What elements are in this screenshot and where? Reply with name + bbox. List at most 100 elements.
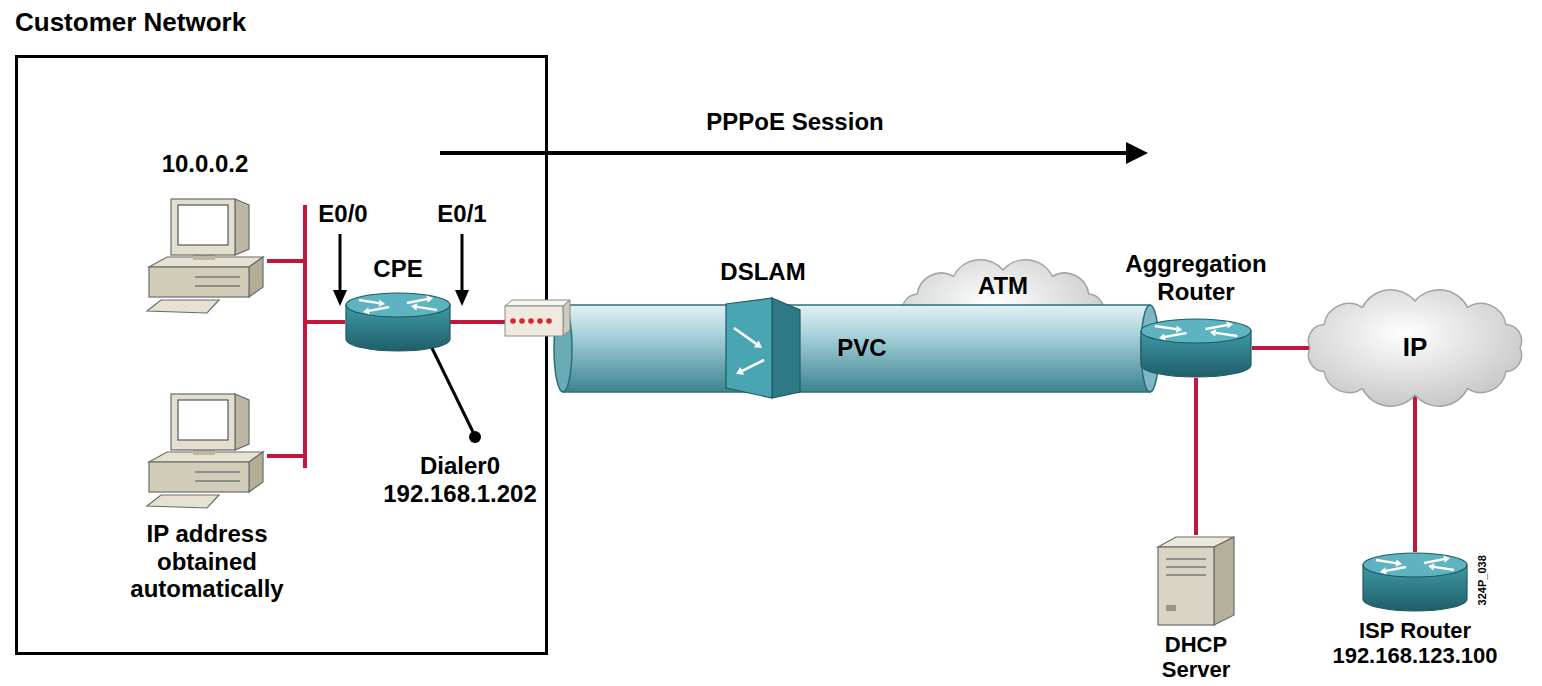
modem-top	[505, 300, 570, 306]
aggregation-router: Aggregation Router	[1140, 318, 1252, 378]
device-label: Aggregation Router	[1109, 250, 1284, 305]
wan-link	[449, 320, 507, 324]
pc-keyboard	[147, 495, 219, 508]
figure-code: 324P_038	[1476, 555, 1489, 605]
network-link	[1413, 391, 1417, 552]
router-icon	[1140, 318, 1252, 378]
icon-arrow-shaft	[417, 307, 437, 310]
address-label: 10.0.0.2	[162, 150, 249, 178]
network-link	[1194, 378, 1198, 535]
pc-case-side	[249, 257, 263, 297]
dslam: DSLAM	[722, 292, 804, 402]
modem-side	[563, 300, 570, 336]
dslam-icon	[722, 292, 804, 402]
server-front	[1158, 547, 1214, 625]
icon-arrow-shaft	[1386, 567, 1406, 571]
network-link	[267, 261, 345, 322]
pc-drive	[195, 276, 240, 278]
network-label: IP	[1403, 333, 1428, 363]
modem-light	[546, 318, 552, 324]
icon-arrow-head	[1428, 563, 1434, 570]
router-icon	[1362, 552, 1468, 612]
router-top	[1363, 553, 1467, 577]
region-heading: Customer Network	[15, 8, 246, 38]
icon-arrow-head	[754, 341, 762, 348]
host-pc: 10.0.0.2	[145, 195, 267, 315]
pc-monitor	[171, 394, 235, 450]
icon-arrow-head	[411, 303, 417, 310]
icon-arrow-shaft	[359, 300, 379, 303]
callout-dot	[469, 431, 481, 443]
server-icon-group	[1158, 537, 1234, 625]
cloud-outline	[902, 260, 1104, 377]
modem-light	[519, 318, 525, 324]
pc-icon	[145, 390, 267, 510]
pc-monitor-side	[235, 394, 249, 450]
pc-drive	[195, 471, 240, 473]
isp-router: ISP Router 192.168.123.100	[1362, 552, 1468, 612]
dhcp-server: DHCP Server	[1150, 535, 1242, 627]
interface-pointer-head	[455, 290, 469, 306]
icon-arrow-head	[363, 307, 370, 314]
interface-pointer	[339, 234, 342, 292]
router-top	[1141, 319, 1251, 343]
cpe-router: CPE	[345, 292, 451, 352]
icon-arrow-head	[1396, 560, 1402, 567]
modem-light	[528, 318, 534, 324]
icon-arrow-shaft	[1206, 325, 1228, 329]
host-pc: IP address obtained automatically	[145, 390, 267, 510]
network-label: ATM	[978, 272, 1028, 300]
icon-arrow-shaft	[1434, 567, 1454, 570]
address-note: IP address obtained automatically	[122, 520, 292, 603]
address-callout: Dialer0 192.168.1.202	[380, 452, 540, 507]
server-slot	[1166, 574, 1206, 576]
router-top	[346, 293, 450, 317]
pc-case-front	[149, 462, 249, 492]
session-arrow	[440, 151, 1128, 155]
network-link	[1252, 346, 1314, 350]
session-arrow-head	[1126, 142, 1148, 164]
router-icon-group	[346, 293, 450, 351]
icon-arrow-head	[379, 300, 385, 307]
pc-case-front	[149, 267, 249, 297]
icon-arrow-shaft	[1165, 333, 1187, 337]
ip-cloud: IP	[1298, 289, 1532, 407]
icon-arrow-head	[1159, 333, 1166, 340]
icon-arrow-head	[426, 296, 433, 303]
pc-icon-group	[147, 199, 263, 313]
icon-arrow-head	[1176, 326, 1182, 333]
router-icon-group	[1141, 319, 1251, 377]
device-label: CPE	[373, 255, 422, 283]
pc-screen	[178, 205, 228, 245]
pc-icon	[145, 195, 267, 315]
icon-arrow-shaft	[734, 328, 756, 344]
icon-arrow-shaft	[742, 360, 764, 371]
icon-arrow-shaft	[1155, 326, 1177, 329]
pvc-pipe	[563, 305, 1150, 392]
cloud-icon-group	[902, 260, 1104, 377]
server-side	[1214, 537, 1234, 625]
session-label: PPPoE Session	[706, 108, 883, 136]
server-slot	[1166, 558, 1206, 560]
interface-label: E0/1	[437, 200, 486, 228]
icon-arrow-head	[1226, 322, 1233, 329]
icon-arrow-shaft	[1424, 559, 1444, 563]
modem-light	[510, 318, 516, 324]
server-button	[1166, 605, 1176, 611]
interface-pointer-head	[333, 290, 347, 306]
icon-arrow-head	[1443, 556, 1450, 563]
icon-arrow-shaft	[1376, 560, 1396, 563]
dslam-side	[772, 298, 800, 398]
router-icon-group	[1363, 553, 1467, 611]
pc-monitor-stand	[193, 255, 215, 260]
icon-arrow-shaft	[1216, 333, 1238, 336]
cloud-outline	[1308, 290, 1521, 406]
icon-arrow-head	[1210, 329, 1216, 336]
icon-arrow-head	[1380, 567, 1387, 574]
pc-icon-group	[147, 394, 263, 508]
icon-arrow-head	[736, 367, 744, 375]
modem-box	[505, 306, 563, 336]
pc-drive	[195, 480, 240, 482]
icon-arrow-shaft	[369, 307, 389, 311]
